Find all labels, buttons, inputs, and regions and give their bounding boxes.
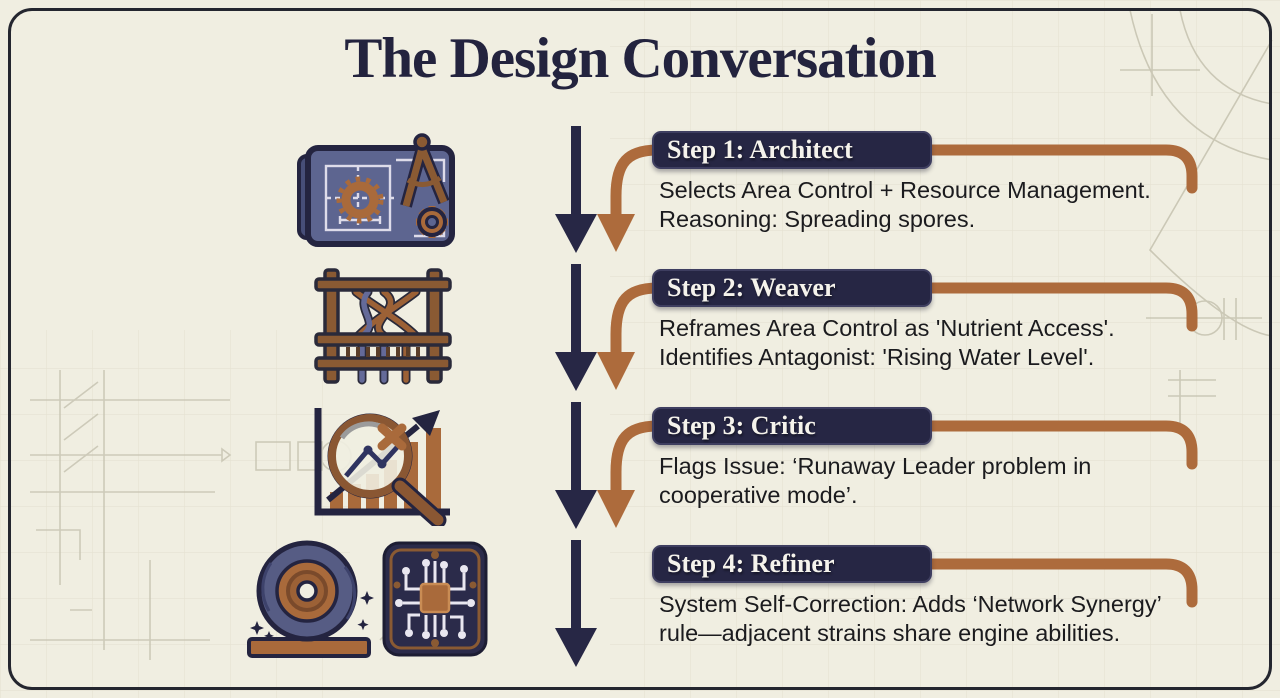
step-2-line-2: Identifies Antagonist: 'Rising Water Lev… [659,344,1095,370]
step-3-line-1: Flags Issue: ‘Runaway Leader problem in [659,453,1092,479]
step-4-header: Step 4: Refiner [652,545,932,583]
step-1-label: Step 1: Architect [667,135,853,164]
step-2-header: Step 2: Weaver [652,269,932,307]
blueprint-compass-icon [296,126,466,259]
main-flow-arrow-down [555,126,597,667]
gear [416,206,448,238]
sparkles [250,591,374,641]
step-output-arrowheads [597,214,635,528]
step-2-line-1: Reframes Area Control as 'Nutrient Acces… [659,315,1115,341]
page-title: The Design Conversation [344,27,936,90]
step-2-label: Step 2: Weaver [667,273,836,302]
step-4-label: Step 4: Refiner [667,549,835,578]
step-1-line-1: Selects Area Control + Resource Manageme… [659,177,1151,203]
step-1-line-2: Reasoning: Spreading spores. [659,206,976,232]
step-3-description: Flags Issue: ‘Runaway Leader problem in … [659,452,1234,510]
loom-weave-icon [308,262,458,395]
step-2-description: Reframes Area Control as 'Nutrient Acces… [659,314,1234,372]
drafting-compass [400,133,450,208]
circuit-chip-icon [376,537,494,666]
step-3-line-2: cooperative mode’. [659,482,858,508]
step-3-header: Step 3: Critic [652,407,932,445]
x-mark [377,423,407,451]
right-side-connectors [914,144,1198,608]
step-1-header: Step 1: Architect [652,131,932,169]
step-3-label: Step 3: Critic [667,411,816,440]
grindstone-icon [243,531,383,668]
step-4-line-1: System Self-Correction: Adds ‘Network Sy… [659,591,1162,617]
step-4-line-2: rule—adjacent strains share engine abili… [659,620,1121,646]
step-4-description: System Self-Correction: Adds ‘Network Sy… [659,590,1234,648]
chart-magnifier-icon [300,398,460,531]
step-output-curved-arrows [610,144,659,492]
step-1-description: Selects Area Control + Resource Manageme… [659,176,1234,234]
